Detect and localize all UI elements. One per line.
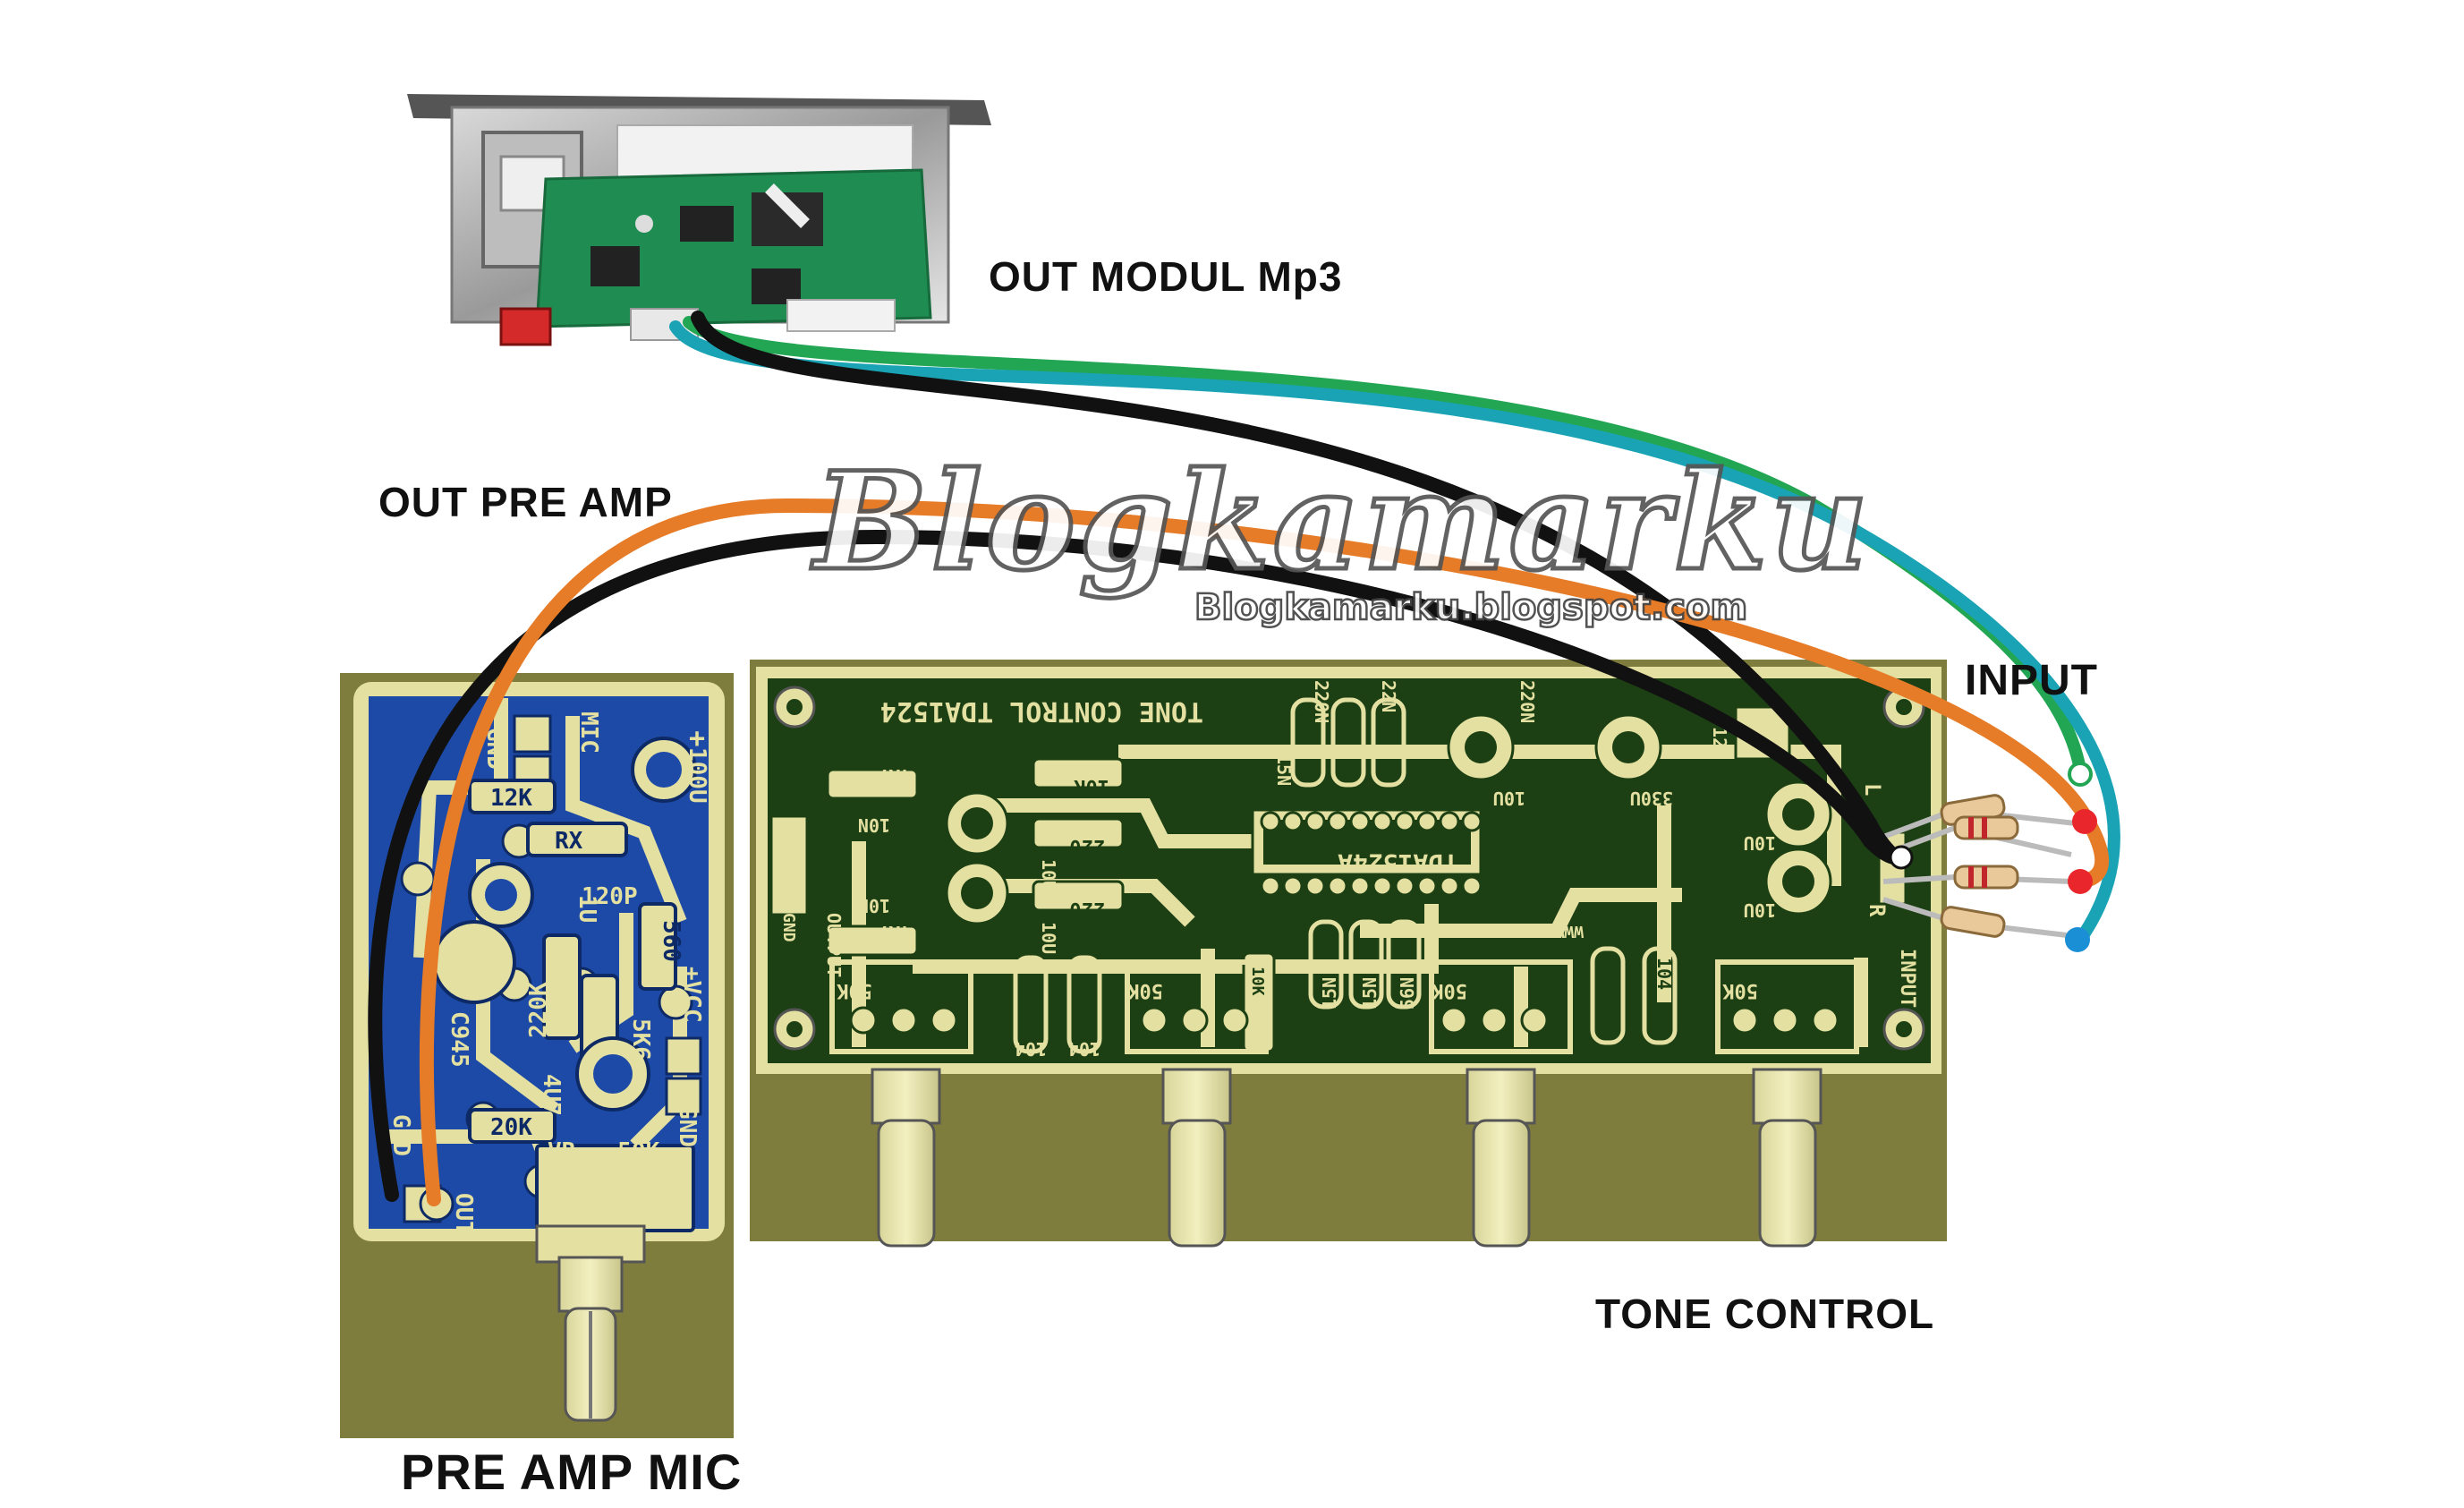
tone-control-board: TONE CONTROL TDA1524 TDA1524A WWW.BLOGKA… [750,660,1947,1248]
mp3-black-wire [691,311,1904,866]
preamp-rx-label: RX [555,828,583,855]
tone-board-104-b: 104 [1653,958,1675,990]
tone-board-220n-a: 220N [1311,680,1332,723]
tone-board-title: TONE CONTROL TDA1524 [880,695,1203,727]
tone-board-10u-e: 10U [1744,899,1776,921]
tone-board-330u-label: 330U [1630,788,1673,809]
wires [368,311,2120,1206]
tone-board-trim-10k: 10K [1248,967,1267,996]
pre-amp-mic-label: PRE AMP MIC [401,1444,743,1500]
input-label: INPUT [1965,657,2098,704]
preamp-20k-label: 20K [490,1114,532,1141]
connection-dots [1889,762,2097,952]
preamp-mic-label: MIC [575,711,602,754]
tone-board-50k-a: 50K [837,979,872,1001]
preamp-out-label: OUT [450,1193,477,1235]
tone-board-15n-a: 15N [1319,977,1340,1010]
tone-board-50k-c: 50K [1432,979,1467,1001]
tone-board-4k7-top: 4K7 [877,764,913,787]
preamp-12k-label: 12K [490,785,532,812]
tone-board-r-label: R [1865,904,1890,917]
preamp-black-wire [368,529,1913,1202]
tone-board-l-label: L [1860,783,1885,796]
tone-board-10u-a: 10U [1038,859,1059,891]
tone-board-gnd-label: GND [779,913,798,942]
tone-board-220-bottom: 220 [1069,898,1105,920]
watermark-logo-text: Blogkamarku [811,443,1872,601]
tone-board-10u-d: 10U [1744,832,1776,854]
tone-board-10k-label: 10K [1074,775,1109,797]
tone-board-220-top: 220 [1069,835,1105,857]
preamp-100u-label: 100U [684,747,710,804]
preamp-gnd-left: GND [387,1114,414,1156]
preamp-4u7-label: 4U7 [538,1074,565,1116]
out-pre-amp-label: OUT PRE AMP [378,479,673,525]
out-modul-label: OUT MODUL Mp3 [989,253,1343,300]
tone-control-label: TONE CONTROL [1595,1291,1935,1337]
tone-board-220n-b: 220N [1517,680,1538,723]
input-resistors [1882,794,2077,938]
tone-board-output-label: OUTPUT [823,913,845,977]
tone-board-ic-label: TDA1524A [1338,848,1458,878]
tone-board-104-c: 104 [1015,1038,1047,1060]
preamp-pot-label: VR - 50K [548,1138,660,1165]
tone-board-10n-bottom: 10N [858,895,890,916]
tone-board-10n-top: 10N [858,814,890,836]
preamp-c945-label: C945 [446,1011,472,1068]
tone-board-4k7-bottom: 4K7 [877,921,913,943]
preamp-5k6-label: 5K6 [627,1018,654,1061]
tone-board-website: WWW.BLOGKAMARKU.COM [1399,922,1584,941]
tone-board-50k-d: 50K [1722,979,1758,1001]
preamp-vcc-label: +VCC [678,967,705,1023]
tone-pot-knob-icon [871,1068,1823,1248]
tone-board-10u-b: 10U [1038,922,1059,954]
tone-board-104-a: 104 [1602,958,1623,990]
tone-board-15n-b: 15N [1359,977,1381,1010]
preamp-orange-wire [419,498,2110,1206]
preamp-gnd-right: GND [674,1105,701,1147]
preamp-1u-label: 1U [574,895,600,923]
preamp-220k-label: 220K [525,982,552,1038]
preamp-120p-label: 120P [582,883,638,910]
tone-board-10u-c: 10U [1493,788,1525,809]
watermark-url: Blogkamarku.blogspot.com [1194,587,1747,628]
preamp-pot-knob-icon [535,1224,646,1422]
preamp-plus-label: + [689,723,705,754]
mp3-module-board [535,168,932,328]
preamp-board: GND MIC 100U + +VCC GND 1U 120P 5K6 220K… [340,673,734,1438]
watermark-logo: Blogkamarku Blogkamarku.blogspot.com [809,441,1872,630]
mp3-module [407,94,991,346]
tone-board-50k-b: 50K [1127,979,1163,1001]
preamp-560-label: 560 [658,920,684,962]
power-connector-icon [499,307,552,346]
tone-board-15n-top: 15N [1273,754,1295,786]
tone-board-22n-label: 22N [1378,680,1399,712]
tone-board-56n-label: 56N [1397,977,1418,1010]
green-wire [683,316,2086,776]
tone-board-104-d: 104 [1068,1038,1100,1060]
tone-board-input-label: INPUT [1896,949,1918,1008]
